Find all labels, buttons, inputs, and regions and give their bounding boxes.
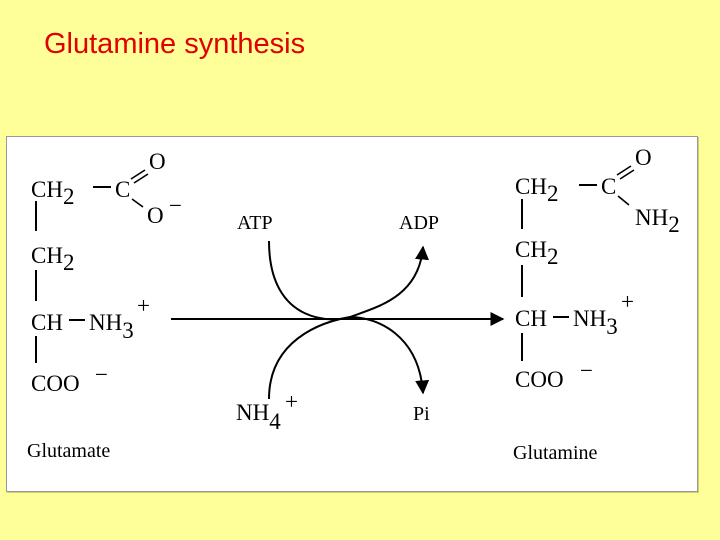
glutamine-double-bond-a (616, 165, 632, 176)
glutamate-oxygen-charge: − (169, 193, 182, 218)
glutamine-amide-nitrogen: NH2 (635, 205, 680, 237)
glutamine-amino-charge: + (621, 289, 634, 314)
slide-title: Glutamine synthesis (44, 28, 306, 60)
glutamine-amino-group: NH3 (573, 306, 618, 339)
glutamine-ch2-top: CH2 (515, 174, 558, 206)
pi-label: Pi (413, 403, 430, 425)
glutamine-carboxylate: COO (515, 367, 564, 392)
atp-to-adp-arrow (268, 240, 429, 321)
ammonium-label: NH4 (236, 400, 281, 434)
glutamate-alpha-carbon: CH (31, 310, 63, 335)
glutamine-single-bond-n (617, 195, 630, 206)
glutamine-carboxylate-charge: − (580, 358, 593, 383)
ammonium-charge: + (285, 389, 298, 414)
reaction-svg: CH2 C O O − CH2 CH NH3 + COO − Glutamate… (27, 145, 680, 464)
glutamine-double-bond-b (619, 169, 635, 180)
glutamate-ch2-mid: CH2 (31, 243, 74, 275)
glutamate-double-bond-b (133, 173, 149, 184)
glutamate-carboxylate-charge: − (95, 362, 108, 387)
glutamate-amino-group: NH3 (89, 310, 134, 343)
glutamine-amide-carbon: C (601, 174, 616, 199)
adp-label: ADP (399, 212, 439, 234)
glutamate-amino-charge: + (137, 293, 150, 318)
ammonium-to-pi-arrow (268, 315, 430, 400)
glutamate-structure: CH2 C O O − CH2 CH NH3 + COO − Glutamate (27, 149, 182, 462)
glutamate-double-bond-a (130, 169, 146, 180)
glutamine-label: Glutamine (513, 442, 598, 464)
atp-label: ATP (237, 212, 273, 234)
glutamine-structure: CH2 C O NH2 CH2 CH NH3 + COO − Glutamine (513, 145, 680, 464)
glutamate-anionic-oxygen: O (147, 203, 164, 228)
reaction-diagram: CH2 C O O − CH2 CH NH3 + COO − Glutamate… (6, 136, 698, 492)
glutamine-alpha-carbon: CH (515, 306, 547, 331)
glutamate-ch2-top: CH2 (31, 177, 74, 209)
glutamate-single-bond-o (131, 198, 144, 208)
glutamate-carboxyl-carbon: C (115, 177, 130, 202)
glutamate-carboxylate: COO (31, 371, 80, 396)
glutamate-label: Glutamate (27, 440, 110, 462)
glutamine-ch2-mid: CH2 (515, 237, 558, 269)
glutamine-carbonyl-oxygen: O (635, 145, 652, 170)
glutamate-carbonyl-oxygen: O (149, 149, 166, 174)
